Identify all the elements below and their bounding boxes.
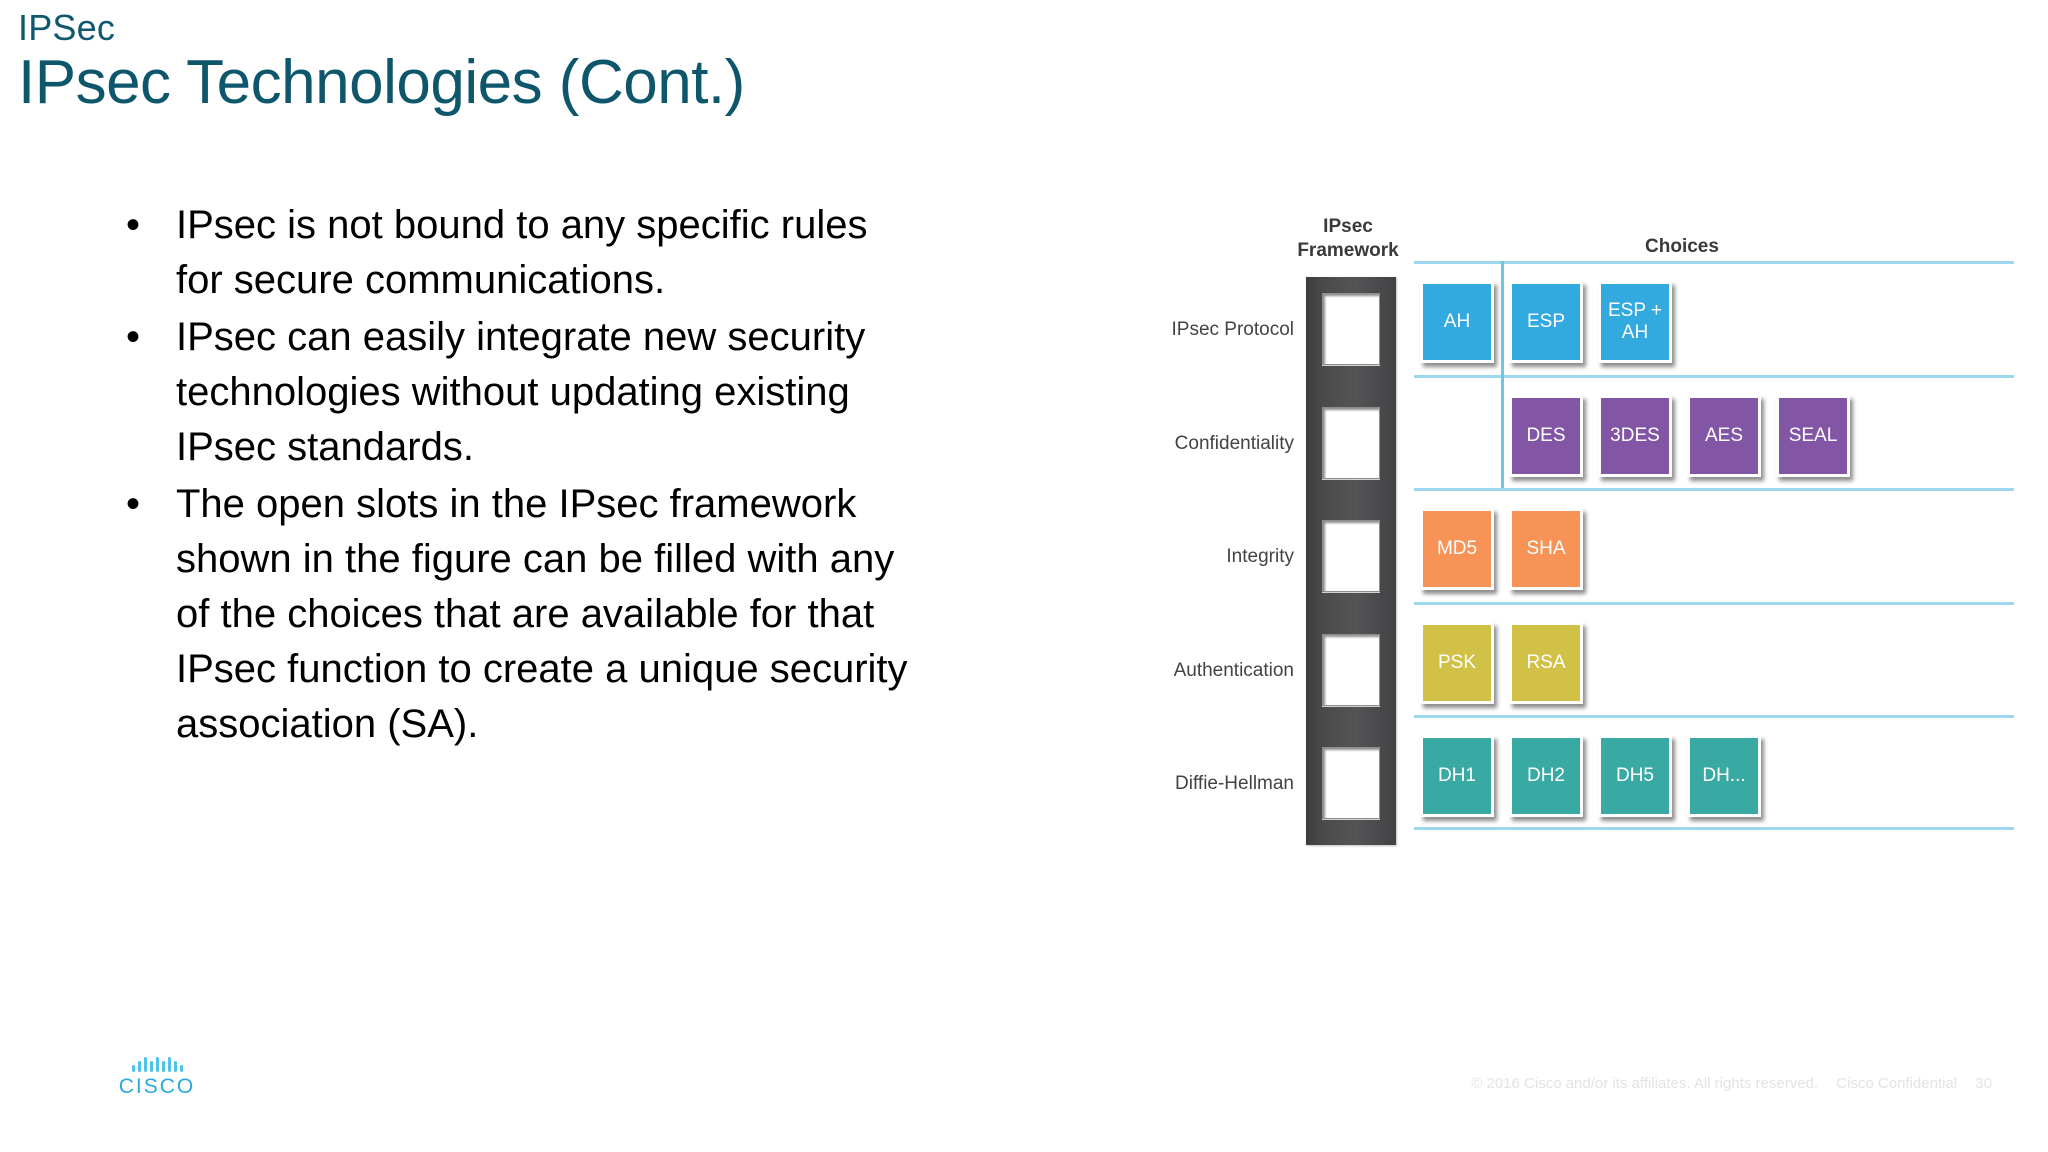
row-divider (1414, 261, 2014, 264)
chip-label: RSA (1526, 651, 1566, 673)
page-title: IPsec Technologies (Cont.) (18, 48, 745, 117)
row-divider (1414, 601, 2014, 605)
framework-slot-1 (1322, 293, 1380, 365)
row-label-ipsec-protocol: IPsec Protocol (1171, 319, 1295, 340)
chip-label: 3DES (1610, 424, 1660, 446)
choice-chip-aes[interactable]: AES (1687, 394, 1761, 477)
footer-bar: © 2016 Cisco and/or its affiliates. All … (1457, 1075, 1992, 1092)
choice-chip-seal[interactable]: SEAL (1776, 394, 1850, 477)
choice-chip-dh2[interactable]: DH2 (1509, 735, 1583, 818)
row-label-integrity: Integrity (1226, 546, 1294, 568)
list-item: • IPsec can easily integrate new securit… (120, 310, 910, 475)
framework-slot-5 (1322, 747, 1380, 820)
chip-label: ESP (1526, 311, 1566, 332)
choice-chip-rsa[interactable]: RSA (1509, 621, 1583, 704)
title-block: IPSec IPsec Technologies (Cont.) (18, 7, 745, 118)
choice-chip-3des[interactable]: 3DES (1598, 394, 1672, 477)
row-divider (1414, 374, 2014, 378)
row-label-diffie-hellman: Diffie-Hellman (1175, 773, 1294, 795)
choice-chip-ah[interactable]: AH (1420, 281, 1494, 363)
list-item: • The open slots in the IPsec framework … (120, 477, 910, 752)
row-divider (1414, 488, 2014, 492)
choice-chip-des[interactable]: DES (1509, 394, 1583, 477)
choice-chip-md5[interactable]: MD5 (1420, 508, 1494, 591)
framework-heading-line1: IPsec (1323, 216, 1373, 237)
choices-column-heading: Choices (1645, 236, 1719, 257)
framework-slot-2 (1322, 406, 1380, 479)
chip-label-line1: ESP + (1607, 300, 1663, 321)
column-divider (1501, 261, 1504, 489)
choice-chip-psk[interactable]: PSK (1420, 621, 1494, 704)
chip-label: AH (1443, 311, 1471, 332)
chip-label: PSK (1437, 651, 1477, 673)
choice-chip-dh[interactable]: DH... (1687, 735, 1761, 818)
choice-chip-espah[interactable]: ESP +AH (1598, 281, 1672, 363)
choice-chip-dh5[interactable]: DH5 (1598, 735, 1672, 818)
choice-chip-sha[interactable]: SHA (1509, 508, 1583, 591)
chip-label: DH... (1702, 765, 1746, 787)
bullet-marker: • (126, 315, 141, 359)
bullet-text: The open slots in the IPsec framework sh… (176, 482, 908, 746)
row-divider (1414, 827, 2014, 831)
chip-label-line2: AH (1621, 322, 1649, 343)
framework-heading-line2: Framework (1297, 240, 1399, 261)
choice-chip-dh1[interactable]: DH1 (1420, 735, 1494, 818)
cisco-logo: CISCO (114, 1055, 200, 1099)
bullet-marker: • (126, 203, 141, 247)
chip-label: SHA (1526, 538, 1566, 560)
choice-chip-esp[interactable]: ESP (1509, 281, 1583, 363)
framework-slot-3 (1322, 520, 1380, 593)
cisco-wordmark: CISCO (118, 1075, 196, 1098)
copyright-text: © 2016 Cisco and/or its affiliates. All … (1471, 1075, 1819, 1092)
chip-label: DH5 (1615, 765, 1654, 787)
page-number: 30 (1975, 1075, 1992, 1092)
bullet-marker: • (126, 482, 141, 526)
list-item: • IPsec is not bound to any specific rul… (120, 198, 910, 308)
row-divider (1414, 715, 2014, 719)
bullet-list: • IPsec is not bound to any specific rul… (120, 198, 910, 754)
slide-eyebrow: IPSec (18, 7, 116, 48)
bullet-text: IPsec can easily integrate new security … (176, 315, 866, 469)
framework-panel (1306, 277, 1396, 845)
chip-label: AES (1704, 424, 1744, 446)
confidential-text: Cisco Confidential (1836, 1075, 1958, 1092)
chip-label: DH2 (1526, 765, 1565, 787)
chip-label: SEAL (1788, 424, 1838, 446)
bullet-text: IPsec is not bound to any specific rules… (176, 203, 868, 302)
row-label-confidentiality: Confidentiality (1174, 432, 1294, 454)
chip-label: MD5 (1436, 538, 1478, 560)
chip-label: ESP +AH (1608, 300, 1662, 344)
cisco-bars-icon (114, 1055, 200, 1072)
chip-label: DES (1526, 424, 1566, 446)
framework-column-heading: IPsec Framework (1278, 215, 1418, 263)
framework-slot-4 (1322, 633, 1380, 706)
row-label-authentication: Authentication (1173, 659, 1294, 681)
chip-label: DH1 (1437, 765, 1476, 787)
